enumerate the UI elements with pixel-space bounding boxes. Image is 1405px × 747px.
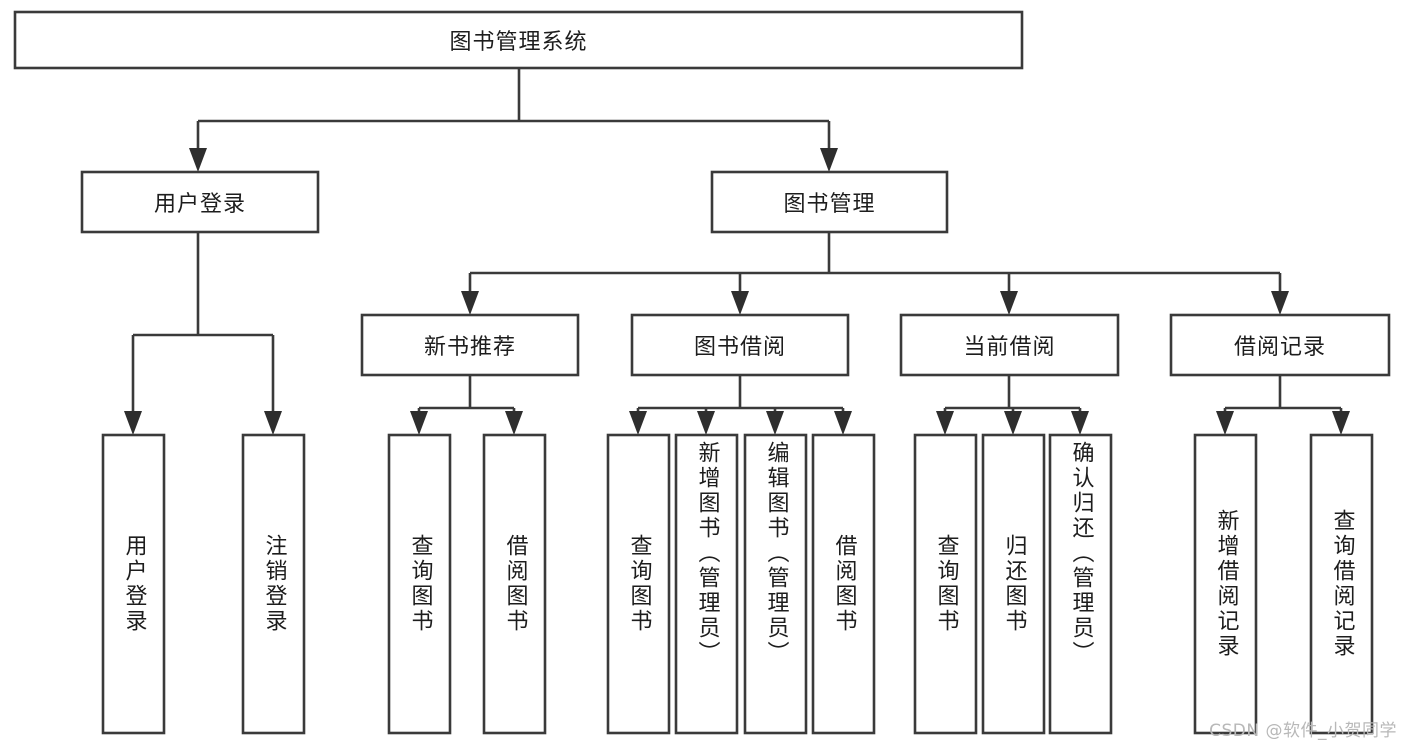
arrow-leaf-borrow-add-icon — [697, 411, 715, 435]
arrow-leaf-user-logout-icon — [264, 411, 282, 435]
arrow-leaf-new-borrow-icon — [505, 411, 523, 435]
connector-layer — [124, 68, 1350, 435]
node-box-layer — [13, 10, 1391, 735]
node-user-login[interactable] — [80, 170, 320, 234]
node-root-system[interactable] — [13, 10, 1024, 70]
arrow-leaf-borrow-query-icon — [629, 411, 647, 435]
node-book-manage[interactable] — [710, 170, 949, 234]
arrow-leaf-user-login-icon — [124, 411, 142, 435]
arrow-leaf-current-query-icon — [936, 411, 954, 435]
node-leaf-current-confirm-return[interactable] — [1048, 433, 1113, 735]
node-borrow-record[interactable] — [1169, 313, 1391, 377]
node-leaf-record-query[interactable] — [1309, 433, 1374, 735]
node-leaf-new-borrow-book[interactable] — [482, 433, 547, 735]
arrow-to-new-book-icon — [461, 291, 479, 315]
node-leaf-user-login[interactable] — [101, 433, 166, 735]
node-leaf-borrow-borrow-book[interactable] — [811, 433, 876, 735]
arrow-leaf-current-confirm-icon — [1071, 411, 1089, 435]
node-current-borrow[interactable] — [899, 313, 1120, 377]
arrow-leaf-borrow-borrow-icon — [834, 411, 852, 435]
node-leaf-borrow-query-book[interactable] — [606, 433, 671, 735]
arrow-leaf-record-add-icon — [1216, 411, 1234, 435]
node-new-book-recommend[interactable] — [360, 313, 580, 377]
node-leaf-borrow-add-book[interactable] — [674, 433, 739, 735]
arrow-to-book-borrow-icon — [731, 291, 749, 315]
arrow-leaf-borrow-edit-icon — [766, 411, 784, 435]
node-leaf-borrow-edit-book[interactable] — [743, 433, 808, 735]
node-book-borrow[interactable] — [630, 313, 850, 377]
node-leaf-new-query-book[interactable] — [387, 433, 452, 735]
arrow-to-borrow-record-icon — [1271, 291, 1289, 315]
arrow-to-book-manage-icon — [820, 148, 838, 172]
watermark-text: CSDN @软件_小贺同学 — [1209, 721, 1397, 741]
node-leaf-current-return-book[interactable] — [981, 433, 1046, 735]
arrow-to-user-login-icon — [189, 148, 207, 172]
arrow-leaf-new-query-icon — [410, 411, 428, 435]
arrow-leaf-current-return-icon — [1004, 411, 1022, 435]
node-leaf-current-query-book[interactable] — [913, 433, 978, 735]
node-leaf-record-add[interactable] — [1193, 433, 1258, 735]
arrow-leaf-record-query-icon — [1332, 411, 1350, 435]
arrow-to-current-borrow-icon — [1000, 291, 1018, 315]
node-leaf-user-logout[interactable] — [241, 433, 306, 735]
